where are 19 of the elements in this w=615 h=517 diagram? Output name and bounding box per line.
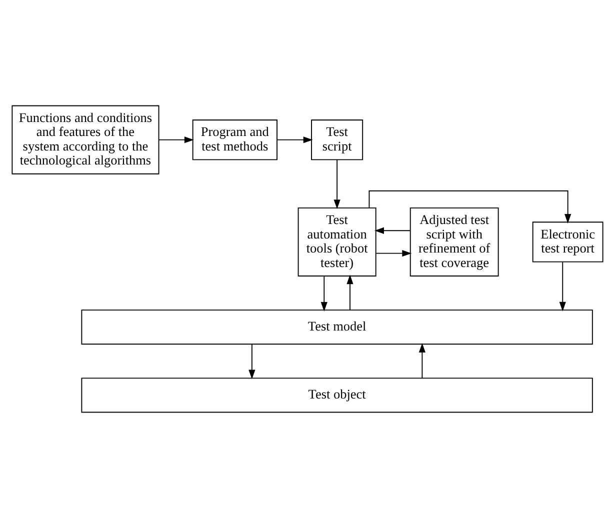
node-box: Test model — [81, 309, 593, 344]
node-box: Test script — [311, 119, 364, 160]
node-box: Electronic test report — [532, 221, 604, 262]
node-box: Test object — [81, 377, 593, 412]
arrow — [320, 275, 328, 311]
arrow — [248, 343, 256, 379]
arrow — [334, 158, 340, 209]
arrow — [158, 136, 194, 143]
node-box: Functions and conditions and features of the system according to the technological algorithms — [12, 104, 160, 174]
node-box: Test automation tools (robot tester) — [298, 206, 376, 276]
node-box: Adjusted test script with refinement of test coverage — [410, 206, 499, 276]
arrow — [376, 250, 412, 256]
arrow — [368, 190, 572, 224]
arrow — [276, 136, 313, 143]
arrow — [374, 226, 411, 234]
arrow — [346, 274, 354, 310]
arrow — [418, 342, 426, 378]
arrow — [559, 261, 566, 311]
node-box: Program and test methods — [192, 119, 278, 160]
